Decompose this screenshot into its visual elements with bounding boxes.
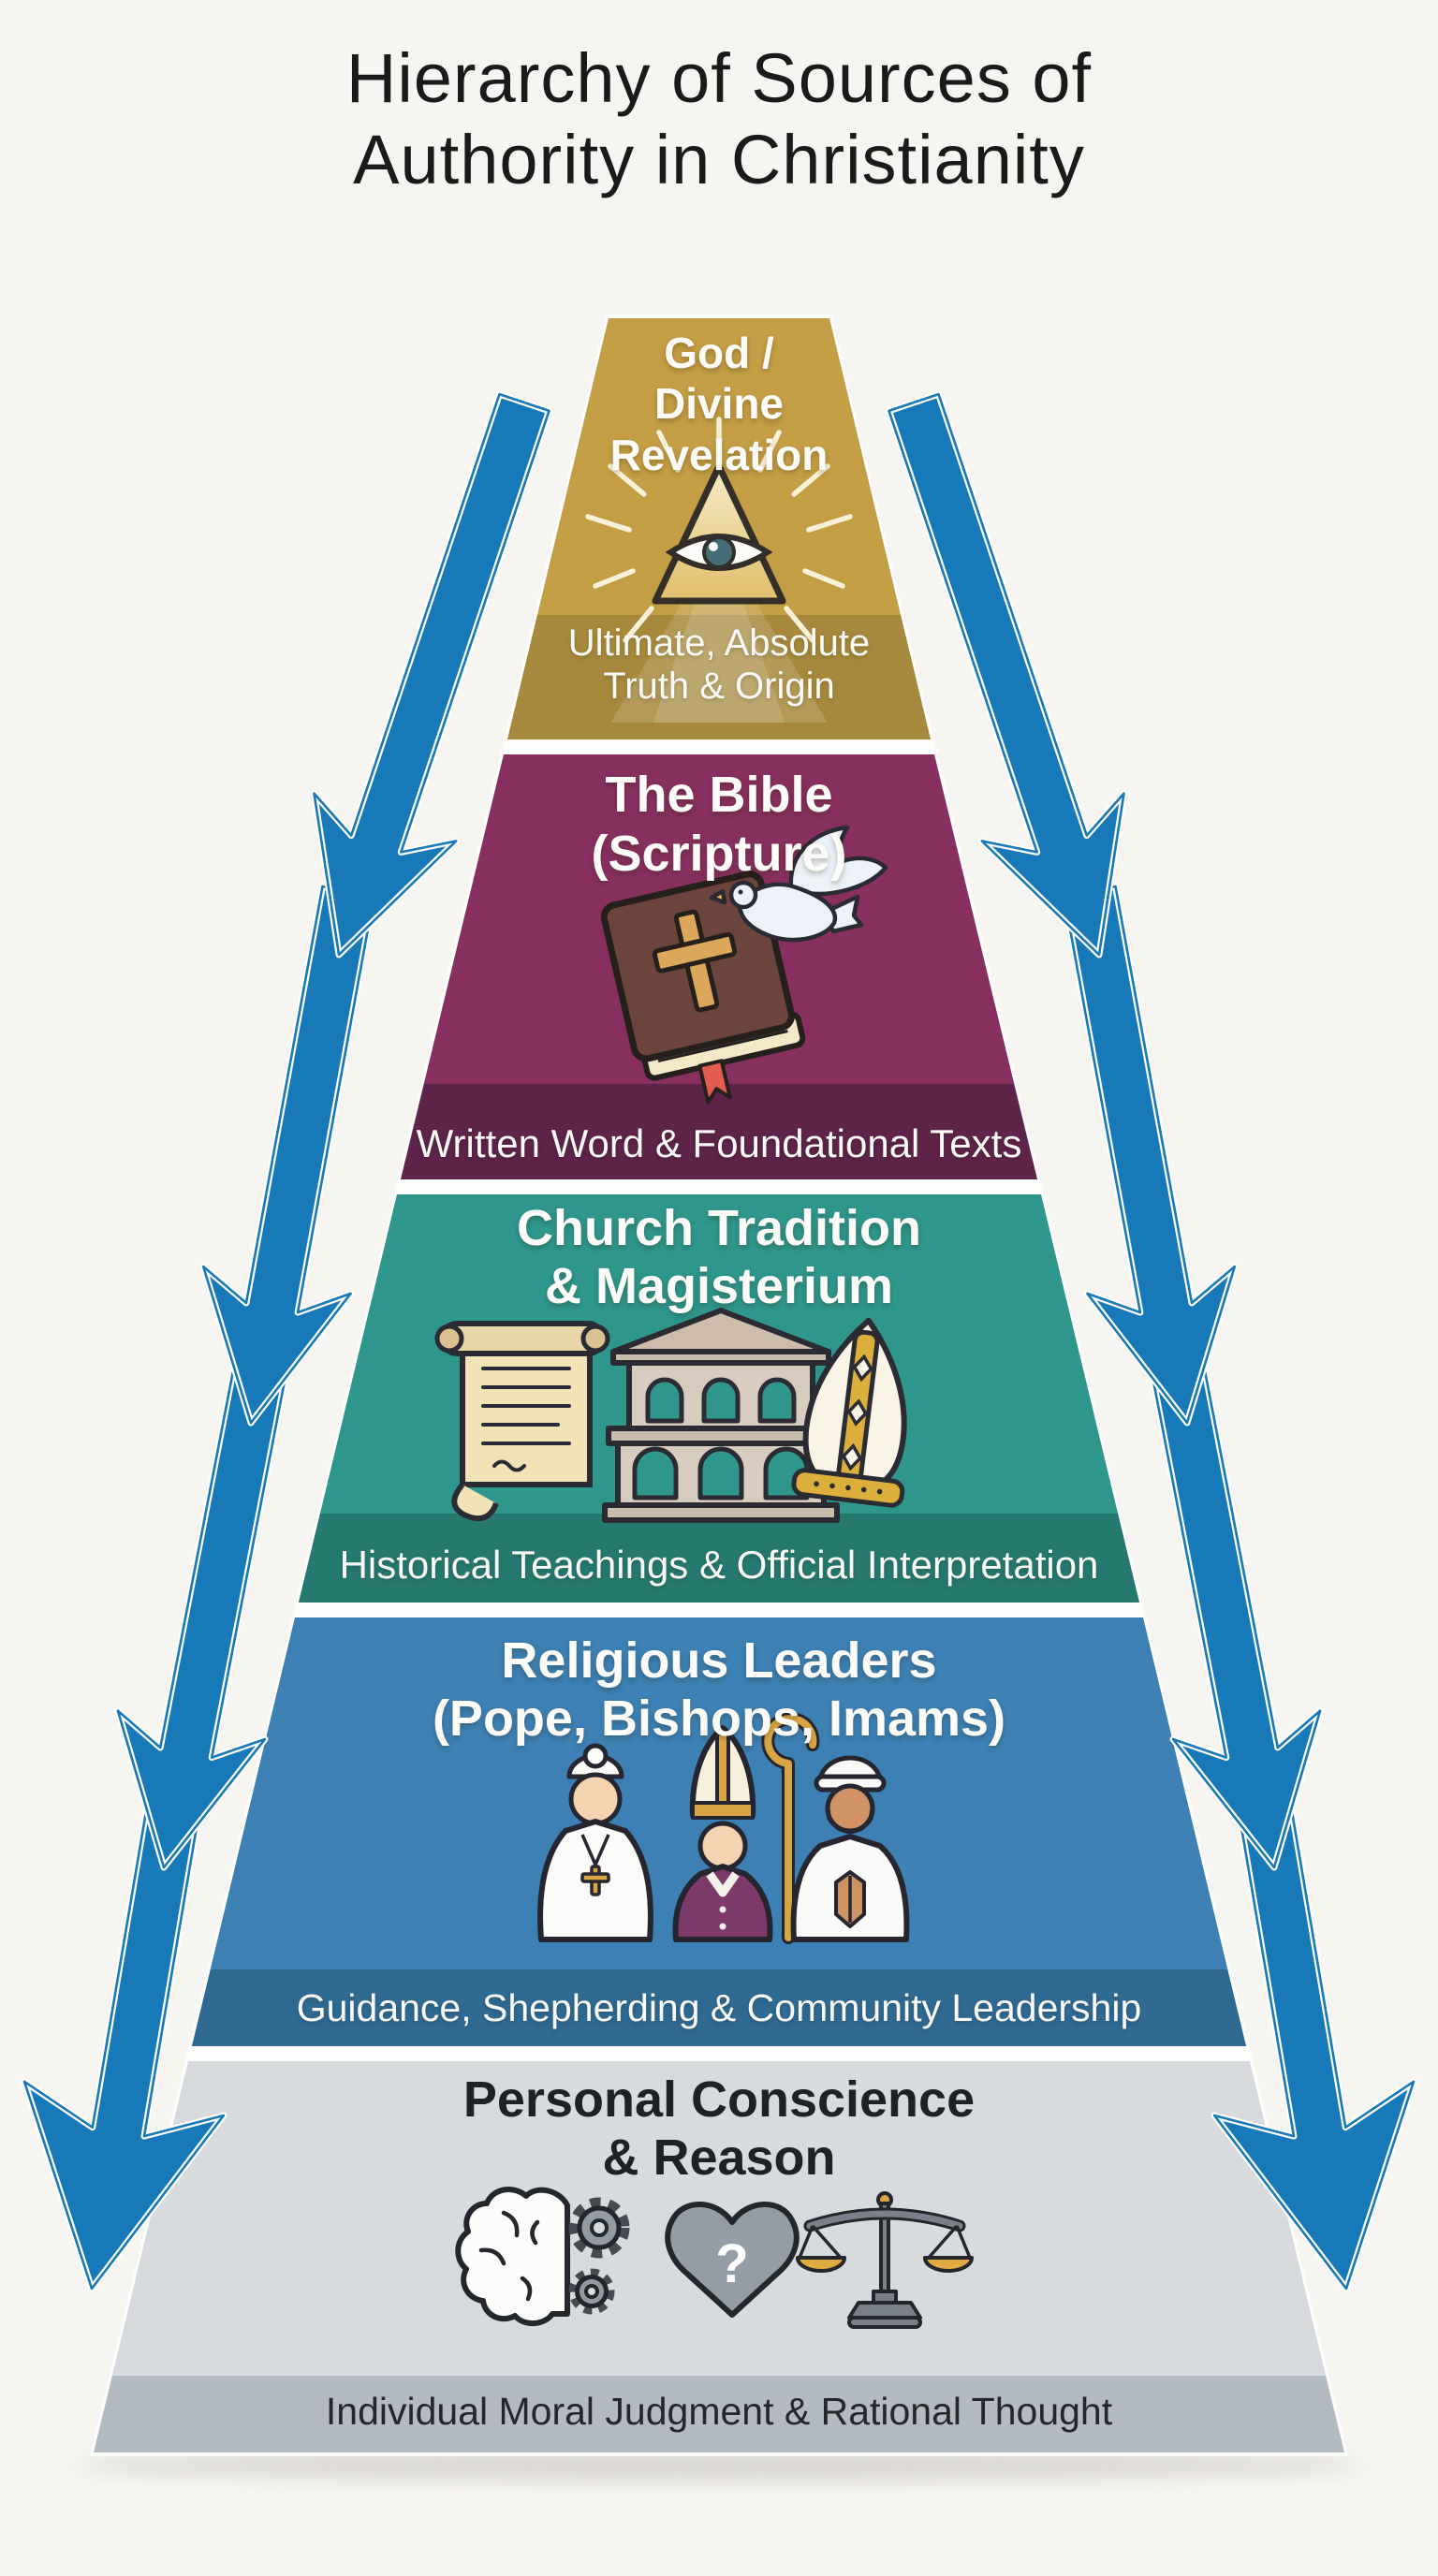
level-conscience-caption-band [94,2376,1344,2452]
level-bible-block [401,754,1037,1179]
level-leaders-caption-band [192,1969,1246,2046]
level-leaders-block [192,1617,1246,2046]
pyramid-shadow [73,2451,1365,2481]
scroll-icon [434,1321,610,1522]
level-tradition-block [299,1194,1139,1603]
level-god-block [507,318,931,739]
scales-icon [796,2191,974,2329]
bishop-icon [672,1712,820,1944]
imam-icon [790,1755,910,1942]
mitre-icon [791,1317,907,1508]
left-flow-arrow [21,390,552,2292]
church-icon [602,1308,840,1523]
brain-gears-icon [455,2187,630,2326]
pope-icon [537,1743,653,1942]
level-tradition-caption-band [299,1514,1139,1603]
all-seeing-eye-icon [585,417,853,723]
right-flow-arrow [886,390,1417,2292]
heart-question-glyph: ? [715,2233,748,2294]
gear-small [568,2268,615,2315]
crozier [761,1712,820,1944]
rays [585,417,853,643]
level-bible-caption-band [401,1084,1037,1179]
level-conscience-block: ? [94,2061,1344,2452]
level-god-caption-band [507,615,931,739]
heart-question-icon: ? [665,2202,800,2318]
gear-large [568,2197,630,2259]
dove-icon [709,825,888,943]
